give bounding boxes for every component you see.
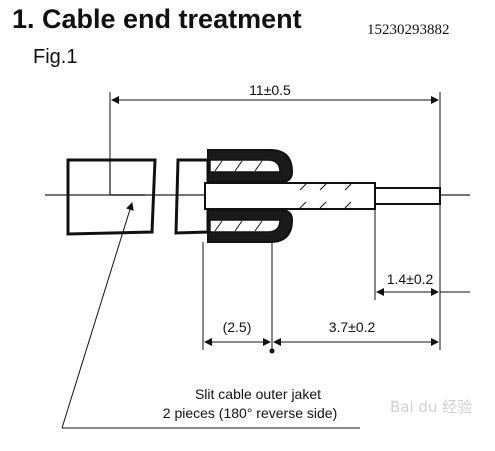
phone-number: 15230293882 xyxy=(367,22,450,38)
dielectric-hatch xyxy=(299,183,352,209)
note-line-2: 2 pieces (180° reverse side) xyxy=(163,405,337,421)
main-cable-jacket xyxy=(174,158,210,235)
figure-label: Fig.1 xyxy=(33,46,78,68)
note-line-1: Slit cable outer jaket xyxy=(195,386,321,402)
braid-fold-top-inner xyxy=(209,159,281,173)
watermark: Bai du 经验 xyxy=(390,398,473,416)
leader-line xyxy=(61,202,134,429)
dielectric xyxy=(204,182,376,210)
center-conductor xyxy=(374,187,441,205)
dim-junction-dot xyxy=(269,348,275,354)
braid-fold-bottom-inner xyxy=(209,219,281,233)
dim-overall-label: 11±0.5 xyxy=(249,82,291,98)
page-title: 1. Cable end treatment xyxy=(12,4,302,34)
left-cable-stub xyxy=(66,158,157,236)
dim-tip-label: 1.4±0.2 xyxy=(387,271,434,287)
braid-bottom-hatch xyxy=(214,220,263,232)
braid-top-hatch xyxy=(214,160,263,172)
dim-body-label: 3.7±0.2 xyxy=(329,319,376,335)
dim-jacket-label: (2.5) xyxy=(223,319,252,335)
